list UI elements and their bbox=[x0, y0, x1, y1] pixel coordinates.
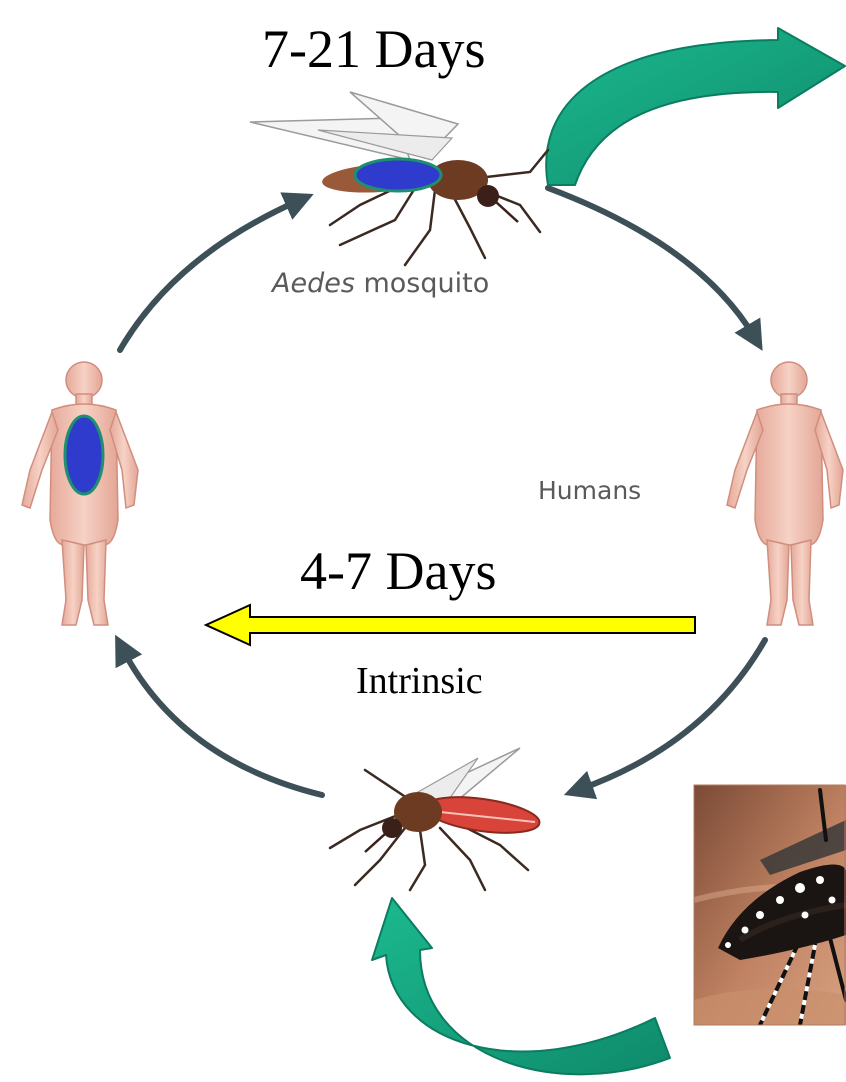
humans-label: Humans bbox=[538, 478, 641, 503]
healthy-human-icon bbox=[727, 362, 843, 625]
arrow-human-to-bottom-mosquito bbox=[578, 640, 765, 790]
aedes-aegypti-photo bbox=[694, 785, 846, 1025]
virus-marker-mosquito bbox=[355, 159, 441, 191]
extrinsic-incubation-label: 7-21 Days bbox=[262, 22, 485, 76]
feeding-mosquito-icon bbox=[330, 748, 542, 890]
infected-mosquito-icon bbox=[250, 92, 548, 265]
virus-marker-human bbox=[65, 416, 103, 494]
arrow-mosquito-to-human bbox=[548, 188, 755, 338]
intrinsic-yellow-arrow bbox=[206, 605, 695, 645]
aedes-mosquito-label: Aedes mosquito bbox=[272, 270, 489, 297]
intrinsic-incubation-label: 4-7 Days bbox=[300, 544, 496, 598]
photo-pointer-curved-arrow bbox=[372, 898, 670, 1074]
arrow-bottom-mosquito-to-human bbox=[122, 648, 322, 795]
genus-label: Aedes bbox=[272, 268, 355, 299]
extrinsic-curved-arrow bbox=[546, 28, 845, 185]
infected-human-icon bbox=[22, 362, 138, 625]
intrinsic-label: Intrinsic bbox=[356, 662, 483, 700]
mosquito-word-label: mosquito bbox=[355, 268, 489, 299]
